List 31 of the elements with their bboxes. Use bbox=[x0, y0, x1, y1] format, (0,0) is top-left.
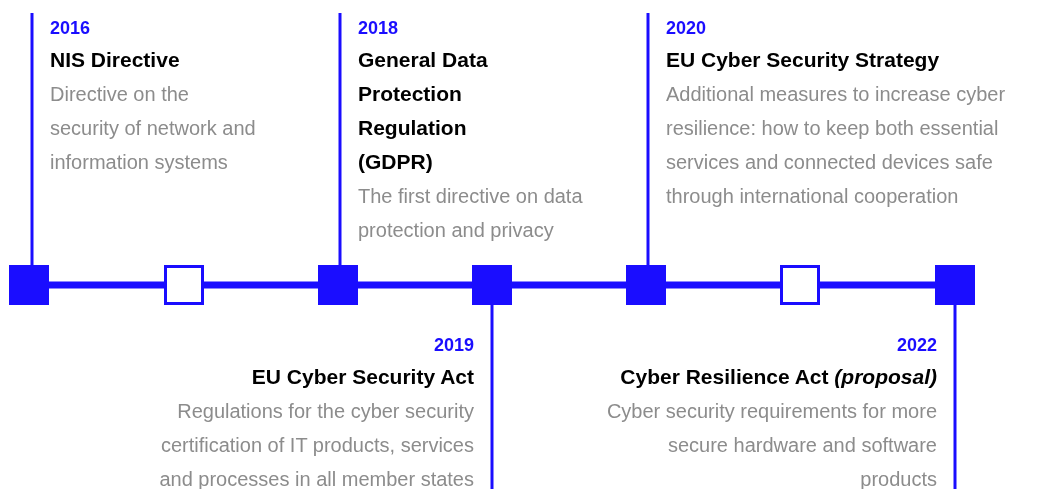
milestone-title: EU Cyber Security Strategy bbox=[666, 47, 941, 73]
year-label: 2020 bbox=[666, 17, 708, 40]
milestone-title: EU Cyber Security Act bbox=[250, 364, 474, 390]
leader-line bbox=[490, 305, 494, 489]
hollow-marker-square bbox=[780, 265, 820, 305]
milestone-title: General Data Protection Regulation (GDPR) bbox=[358, 47, 489, 175]
year-label: 2019 bbox=[432, 334, 474, 357]
milestone-description: The first directive on data protection and privacy bbox=[358, 184, 584, 243]
timeline-segment bbox=[512, 281, 626, 289]
year-label: 2022 bbox=[895, 334, 937, 357]
timeline-segment bbox=[820, 281, 935, 289]
hollow-marker-square bbox=[164, 265, 204, 305]
milestone-title: NIS Directive bbox=[50, 47, 181, 73]
leader-line bbox=[646, 13, 650, 265]
leader-line bbox=[338, 13, 342, 265]
filled-marker-square bbox=[935, 265, 975, 305]
filled-marker-square bbox=[472, 265, 512, 305]
year-label: 2018 bbox=[358, 17, 400, 40]
milestone-title: Cyber Resilience Act (proposal) bbox=[619, 364, 937, 390]
year-label: 2016 bbox=[50, 17, 92, 40]
timeline-segment bbox=[358, 281, 472, 289]
leader-line bbox=[30, 13, 34, 265]
timeline-segment bbox=[666, 281, 780, 289]
leader-line bbox=[953, 305, 957, 489]
milestone-description: Directive on the security of network and information systems bbox=[50, 82, 257, 175]
timeline-segment bbox=[49, 281, 164, 289]
milestone-description: Additional measures to increase cyber resilience: how to keep both essential services and connected devices safe through international cooperation bbox=[666, 82, 1007, 209]
filled-marker-square bbox=[626, 265, 666, 305]
timeline-segment bbox=[204, 281, 318, 289]
filled-marker-square bbox=[318, 265, 358, 305]
filled-marker-square bbox=[9, 265, 49, 305]
